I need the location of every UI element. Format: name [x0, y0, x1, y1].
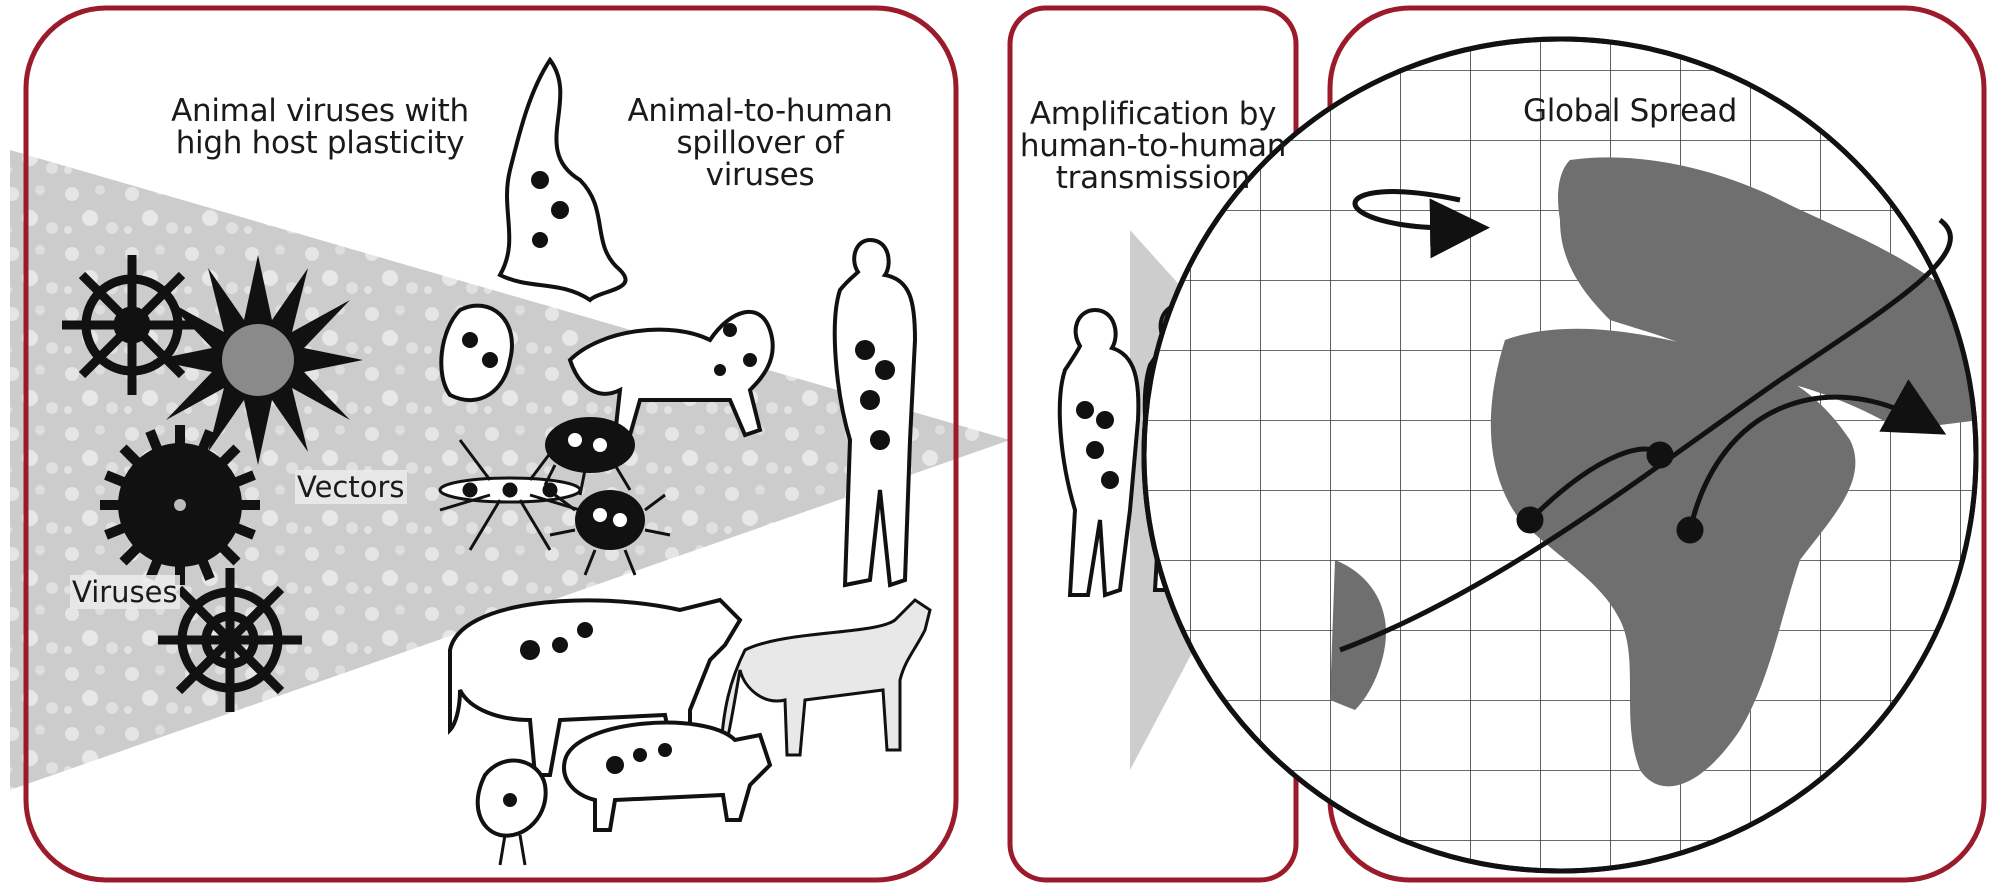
virus-particle-icon [62, 255, 202, 395]
chicken-icon [478, 761, 546, 865]
viruses-label: Viruses [70, 575, 180, 609]
global-spread-title: Global Spread [1480, 95, 1780, 127]
amplification-title: Amplification by human-to-human transmis… [1008, 98, 1298, 194]
bat-icon [500, 60, 626, 300]
horse-icon [721, 600, 930, 755]
pig-icon [564, 723, 770, 830]
spillover-title-left: Animal viruses with high host plasticity [150, 95, 490, 159]
human-silhouette-icon [835, 240, 915, 585]
human-silhouette-icon [1060, 310, 1139, 595]
spillover-title-right: Animal-to-human spillover of viruses [610, 95, 910, 191]
virus-particle-icon [100, 425, 260, 585]
rodent-icon [441, 306, 512, 401]
vectors-label: Vectors [295, 470, 407, 504]
